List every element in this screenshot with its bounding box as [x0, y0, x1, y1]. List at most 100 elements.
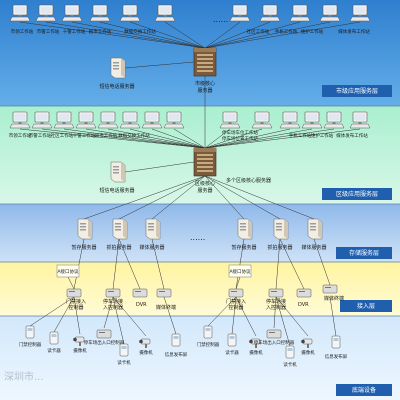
layer-edge — [0, 316, 400, 400]
city-workstation — [61, 4, 83, 22]
layer-tag-edge: 底端设备 — [336, 384, 392, 396]
edge-device — [49, 331, 59, 345]
connection-lines — [19, 21, 361, 347]
edge-device-label: 门禁控制器 — [19, 341, 42, 348]
district-multi-core-label: 多个区级核心服务器 — [226, 177, 271, 184]
media-left-label: 媒体服务器 — [139, 244, 164, 251]
city-sms-server-label: 短信电话服务器 — [99, 83, 134, 90]
edge-devices: 门禁控制器读卡器摄像机停车场出入口控制器读卡机摄像机信息发布屏门禁控制器读卡器摄… — [19, 325, 348, 368]
district-workstation-label: 剧市工作站 — [95, 132, 118, 139]
dvr-right-label: DVR — [298, 302, 309, 308]
layer-label-edge: 底端设备 — [352, 386, 376, 394]
layer-storage — [0, 204, 400, 262]
city-workstation-label: 十警工作站 — [63, 28, 86, 35]
city-core-label-1: 市级核心 — [195, 80, 215, 87]
district-workstation-label: 维护工作站 — [311, 132, 334, 139]
district-workstation — [301, 111, 323, 129]
district-sms-server: 短信电话服务器 — [99, 161, 135, 194]
park-left-label-2: 入控制器 — [103, 304, 123, 311]
edge-device-label: 读卡机 — [283, 361, 297, 368]
city-workstation-label: 社区工作站 — [247, 28, 270, 35]
storage-ellipsis: ...... — [190, 233, 205, 242]
gate-left-label-2: 控制器 — [68, 304, 83, 311]
city-workstation-label: 市领工作站 — [11, 28, 34, 35]
layer-label-storage: 存储服务层 — [349, 249, 379, 257]
capture-right-label: 抓拍服务器 — [267, 244, 292, 251]
city-workstation-label: 媒体发布工作站 — [338, 28, 370, 35]
layer-tag-access: 接入层 — [340, 300, 392, 312]
district-workstation — [279, 111, 301, 129]
district-core-label-1: 区级核心 — [195, 180, 215, 187]
district-sms-server-label: 短信电话服务器 — [99, 187, 134, 194]
district-workstation — [251, 111, 273, 129]
district-workstation — [9, 111, 31, 129]
layer-label-access: 接入层 — [357, 302, 375, 310]
edge-device-label: 停车场出入口控制器 — [254, 339, 295, 346]
city-workstation — [119, 4, 141, 22]
district-workstation — [163, 111, 185, 129]
city-workstation — [259, 4, 281, 22]
city-workstation-label: 市警工作站 — [37, 28, 60, 35]
district-workstation — [97, 111, 119, 129]
edge-device-label: 读卡机 — [117, 359, 131, 366]
edge-device-label: 停车场出入口控制器 — [84, 339, 125, 346]
media-terminal-right-label: 媒体终端 — [324, 295, 344, 302]
edge-device-label: 信息发布屏 — [165, 351, 188, 358]
media-right-label: 媒体服务器 — [301, 244, 326, 251]
layer-label-city: 市级应用服务层 — [336, 87, 378, 95]
park-right-label-1: 停车场接 — [266, 298, 286, 305]
district-workstation — [141, 111, 163, 129]
storage-right-label: 暂存服务器 — [231, 244, 256, 251]
city-sms-server: 短信电话服务器 — [99, 57, 135, 90]
city-workstation — [35, 4, 57, 22]
edge-device — [25, 325, 35, 339]
edge-device — [331, 335, 341, 349]
district-workstation-label: 市领工作站 — [9, 132, 32, 139]
dvr-left-label: DVR — [136, 302, 147, 308]
city-workstation — [349, 4, 371, 22]
city-workstation-label: 剧市工作站 — [89, 28, 112, 35]
edge-device-label: 摄像机 — [139, 349, 153, 356]
district-workstation-label: 停车场车位工作站 — [222, 129, 258, 136]
city-workstation-label: 维护工作站 — [301, 28, 324, 35]
district-workstation — [75, 111, 97, 129]
storage-right-group: 暂存服务器 抓拍服务器 媒体服务器 — [231, 218, 327, 251]
access-right-group: A接口协议 门禁接入 控制器 停车场接 入控制器 DVR 媒体终端 — [226, 264, 344, 311]
district-workstations: 市领工作站市警工作站社区工作站十警工作站剧市工作站数据交换工作站停车场车位工作站… — [9, 111, 371, 142]
city-ellipsis: ...... — [213, 15, 228, 24]
edge-device — [119, 343, 129, 357]
edge-device — [171, 333, 181, 347]
edge-device-label: 摄像机 — [249, 349, 263, 356]
edge-device — [96, 329, 112, 339]
gate-right-label-2: 控制器 — [228, 304, 243, 311]
district-workstation-label: 市警工作站 — [29, 132, 52, 139]
district-workstation — [31, 111, 53, 129]
district-workstation — [219, 111, 241, 129]
layer-tag-city: 市级应用服务层 — [322, 85, 392, 97]
district-workstation — [119, 111, 141, 129]
city-workstations: 市领工作站市警工作站十警工作站剧市工作站 数据交换工作站 社区工作站手机工作站维护工… — [9, 4, 371, 35]
city-workstation — [89, 4, 111, 22]
city-workstation — [319, 4, 341, 22]
district-core-label-2: 服务器 — [197, 187, 212, 194]
edge-device-label: 门禁控制器 — [197, 341, 220, 348]
edge-device — [285, 345, 295, 359]
district-workstation — [349, 111, 371, 129]
protocol-label-right: A接口协议 — [229, 268, 251, 275]
layer-tag-district: 区级应用服务层 — [322, 188, 392, 200]
district-workstation-label: 媒体发布工作站 — [336, 132, 368, 139]
capture-left-label: 抓拍服务器 — [106, 244, 131, 251]
protocol-label-left: A接口协议 — [57, 268, 79, 275]
layer-label-district: 区级应用服务层 — [336, 190, 378, 198]
district-workstation-label: 手机工作站 — [289, 132, 312, 139]
city-workstation-label: 数据交换工作站 — [124, 28, 156, 35]
gate-left-label-1: 门禁接入 — [66, 298, 86, 305]
layer-tag-storage: 存储服务层 — [336, 247, 392, 259]
media-terminal-left-label: 媒体终端 — [156, 304, 176, 311]
city-workstation-label: 手机工作站 — [275, 28, 298, 35]
district-workstation-label: 停车场位置工作站 — [222, 135, 258, 142]
city-workstation — [229, 4, 251, 22]
park-left-label-1: 停车场接 — [103, 298, 123, 305]
edge-device-label: 读卡器 — [225, 349, 239, 356]
city-core-server: 市级核心 服务器 — [193, 47, 217, 94]
